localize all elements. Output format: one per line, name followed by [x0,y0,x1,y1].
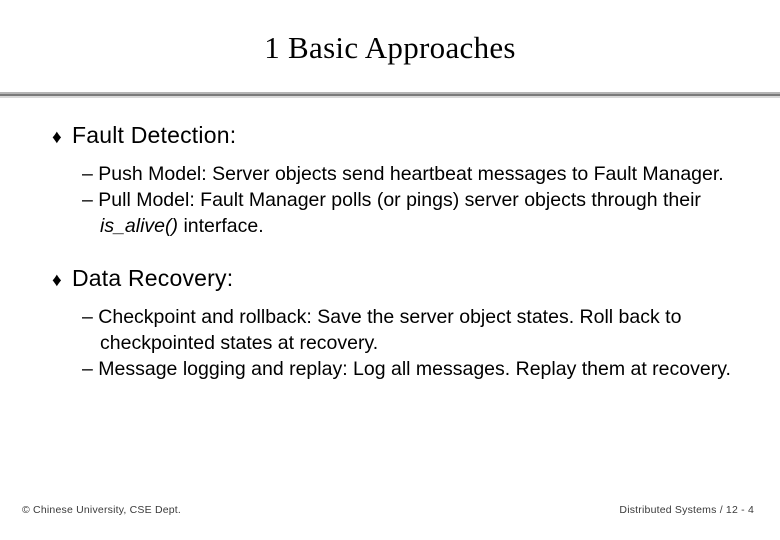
divider-line-middle [0,94,780,96]
list-item: – Pull Model: Fault Manager polls (or pi… [82,187,752,239]
section-items-data-recovery: – Checkpoint and rollback: Save the serv… [52,304,752,382]
footer-page-reference: Distributed Systems / 12 - 4 [619,504,754,516]
divider-line-top [0,92,780,94]
dash-bullet-icon: – [82,306,93,328]
diamond-bullet-icon: ♦ [52,127,62,148]
dash-bullet-icon: – [82,189,93,211]
section-heading-fault-detection: ♦ Fault Detection: [52,120,752,153]
list-item: – Push Model: Server objects send heartb… [82,161,752,187]
section-heading-label: Fault Detection: [72,122,237,148]
list-item-text: Checkpoint and rollback: Save the server… [98,306,682,354]
dash-bullet-icon: – [82,163,93,185]
section-items-fault-detection: – Push Model: Server objects send heartb… [52,161,752,239]
list-item-text-italic: is_alive() [100,215,179,237]
list-item: – Checkpoint and rollback: Save the serv… [82,304,752,356]
list-item-text: Pull Model: Fault Manager polls (or ping… [98,189,701,211]
slide-body: ♦ Fault Detection: – Push Model: Server o… [52,120,752,388]
list-item-text: Push Model: Server objects send heartbea… [98,163,724,185]
list-item: – Message logging and replay: Log all me… [82,356,752,382]
section-spacer [52,245,752,263]
title-divider [0,92,780,98]
dash-bullet-icon: – [82,358,93,380]
section-heading-label: Data Recovery: [72,265,234,291]
section-heading-data-recovery: ♦ Data Recovery: [52,263,752,296]
page-title: 1 Basic Approaches [264,30,516,65]
list-item-text-tail: interface. [178,215,264,237]
diamond-bullet-icon: ♦ [52,270,62,291]
divider-line-bottom [0,96,780,98]
footer-copyright: © Chinese University, CSE Dept. [22,504,182,516]
list-item-text: Message logging and replay: Log all mess… [98,358,731,380]
